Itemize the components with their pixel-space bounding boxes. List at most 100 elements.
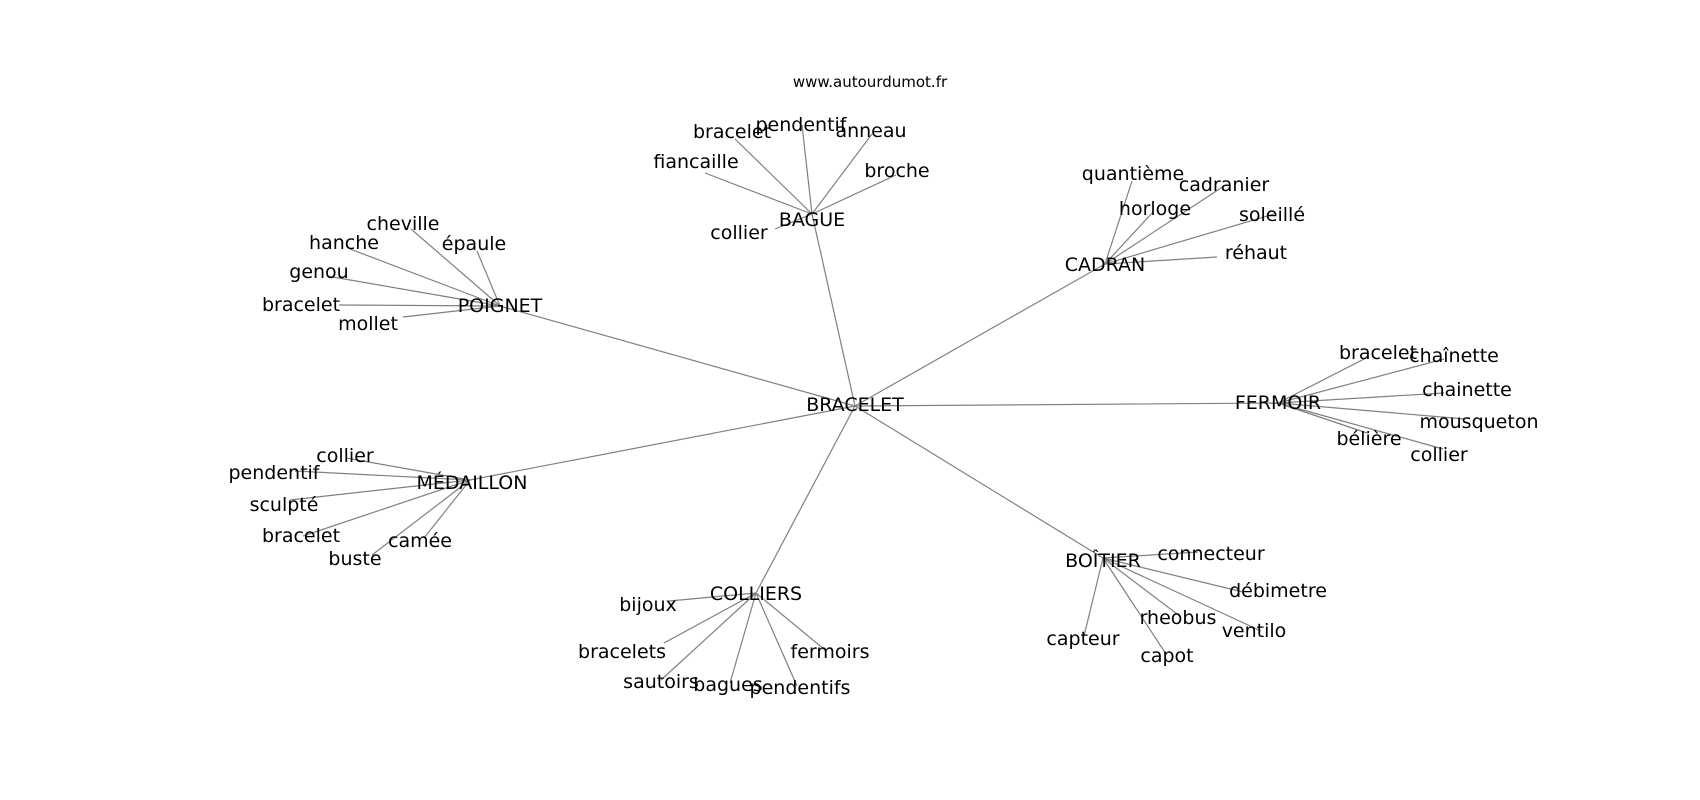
edge-bague-leaf	[774, 213, 813, 230]
edge-poignet-leaf	[402, 305, 501, 318]
leaf-node-label: bagues	[693, 674, 762, 696]
edge-fermoir-leaf	[1277, 392, 1445, 404]
edge-root-bague	[811, 213, 856, 407]
leaf-node-label: capot	[1140, 645, 1193, 667]
leaf-node-label: horloge	[1119, 198, 1191, 220]
edge-poignet-leaf	[476, 250, 501, 307]
edge-boitier-leaf	[1083, 557, 1104, 637]
edge-root-medaillon	[469, 405, 856, 481]
edge-medaillon-leaf	[423, 479, 471, 539]
edge-boitier-leaf	[1102, 557, 1167, 655]
hub-node-label-bague: BAGUE	[779, 209, 845, 231]
leaf-node-label: bracelets	[578, 641, 666, 663]
leaf-node-label: soleillé	[1239, 204, 1305, 226]
edge-colliers-leaf	[668, 592, 757, 602]
hub-node-label-fermoir: FERMOIR	[1235, 392, 1321, 414]
edge-colliers-leaf	[755, 592, 798, 687]
edge-root-cadran	[854, 263, 1106, 407]
leaf-node-label: pendentifs	[750, 677, 851, 699]
edge-poignet-leaf	[338, 304, 501, 307]
edge-bague-leaf	[734, 138, 813, 215]
edge-medaillon-leaf	[294, 470, 471, 481]
edge-root-colliers	[755, 405, 856, 594]
hub-node-label-cadran: CADRAN	[1065, 254, 1146, 276]
leaf-node-label: bijoux	[619, 594, 677, 616]
edge-bague-leaf	[801, 124, 813, 215]
edge-cadran-leaf	[1104, 185, 1225, 265]
leaf-node-label: bélière	[1336, 428, 1401, 450]
leaf-node-label: camée	[388, 530, 452, 552]
edge-medaillon-leaf	[345, 457, 471, 481]
leaf-node-label: broche	[864, 160, 929, 182]
edge-bague-leaf	[811, 133, 873, 215]
leaf-node-label: mousqueton	[1420, 411, 1539, 433]
leaf-node-label: hanche	[309, 232, 379, 254]
leaf-node-label: collier	[1410, 444, 1468, 466]
leaf-node-label: cadranier	[1179, 174, 1270, 196]
leaf-node-label: capteur	[1046, 628, 1119, 650]
leaf-node-label: bracelet	[262, 525, 340, 547]
hub-node-label-poignet: POIGNET	[458, 295, 543, 317]
leaf-node-label: connecteur	[1157, 543, 1264, 565]
edge-boitier-leaf	[1102, 557, 1262, 632]
site-url: www.autourdumot.fr	[793, 73, 948, 91]
leaf-node-label: ventilo	[1222, 620, 1287, 642]
edge-colliers-leaf	[663, 592, 757, 644]
leaf-node-label: rheobus	[1140, 607, 1217, 629]
edge-fermoir-leaf	[1277, 402, 1444, 450]
leaf-node-label: bracelet	[1339, 342, 1417, 364]
leaf-node-label: chaînette	[1409, 345, 1499, 367]
edge-medaillon-leaf	[289, 479, 471, 501]
leaf-node-label: sculpté	[250, 494, 319, 516]
edge-root-poignet	[499, 305, 856, 407]
edge-poignet-leaf	[326, 275, 501, 307]
edge-medaillon-leaf	[302, 479, 471, 537]
edge-colliers-leaf	[755, 592, 826, 651]
edge-poignet-leaf	[349, 248, 501, 307]
leaf-node-label: réhaut	[1225, 242, 1287, 264]
leaf-node-label: anneau	[835, 120, 906, 142]
leaf-node-label: fiancaille	[653, 151, 738, 173]
edge-bague-leaf	[704, 172, 813, 215]
graph-labels: www.autourdumot.fr BRACELET braceletpend…	[228, 73, 1538, 699]
edge-cadran-leaf	[1104, 213, 1275, 265]
leaf-node-label: bracelet	[262, 294, 340, 316]
root-node-label: BRACELET	[806, 394, 904, 416]
edge-fermoir-leaf	[1277, 356, 1369, 404]
leaf-node-label: genou	[289, 261, 348, 283]
edge-root-fermoir	[854, 402, 1279, 407]
leaf-node-label: épaule	[442, 233, 506, 255]
edge-boitier-leaf	[1102, 557, 1182, 618]
leaf-node-label: bracelet	[693, 121, 771, 143]
edge-poignet-leaf	[410, 228, 501, 307]
leaf-node-label: cheville	[367, 213, 440, 235]
edge-fermoir-leaf	[1277, 358, 1445, 404]
edge-cadran-leaf	[1104, 256, 1218, 265]
leaf-node-label: pendentif	[228, 462, 320, 484]
edge-bague-leaf	[811, 174, 897, 215]
leaf-node-label: quantième	[1082, 163, 1184, 185]
edge-colliers-leaf	[729, 592, 757, 684]
edge-boitier-leaf	[1102, 551, 1199, 559]
leaf-node-label: fermoirs	[791, 641, 870, 663]
hub-node-label-colliers: COLLIERS	[710, 583, 802, 605]
edge-cadran-leaf	[1104, 180, 1133, 265]
edge-boitier-leaf	[1102, 557, 1244, 593]
leaf-node-label: collier	[316, 445, 374, 467]
leaf-node-label: pendentif	[755, 114, 847, 136]
graph-edges	[289, 124, 1466, 687]
leaf-node-label: collier	[710, 222, 768, 244]
leaf-node-label: débimetre	[1229, 580, 1327, 602]
leaf-node-label: chainette	[1422, 379, 1512, 401]
leaf-node-label: mollet	[338, 313, 398, 335]
hub-node-label-boitier: BOÎTIER	[1065, 549, 1141, 572]
hub-node-label-medaillon: MÉDAILLON	[417, 471, 528, 494]
leaf-node-label: buste	[328, 548, 381, 570]
edge-colliers-leaf	[660, 592, 757, 681]
edge-medaillon-leaf	[371, 479, 471, 556]
leaf-node-label: sautoirs	[623, 671, 699, 693]
edge-fermoir-leaf	[1277, 402, 1368, 434]
edge-cadran-leaf	[1104, 211, 1154, 265]
edge-fermoir-leaf	[1277, 402, 1466, 420]
